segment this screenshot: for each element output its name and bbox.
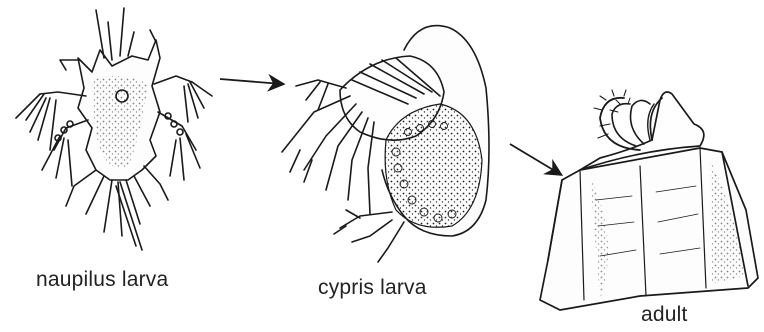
arrow-cypris-to-adult	[510, 144, 560, 174]
naupilus-larva-drawing	[16, 8, 212, 250]
cypris-larva-drawing	[282, 26, 489, 262]
adult-barnacle-drawing	[540, 90, 758, 310]
adult-caption: adult	[641, 303, 688, 327]
naupilus-larva-caption: naupilus larva	[36, 268, 168, 292]
arrow-naupilus-to-cypris	[220, 79, 282, 84]
cypris-larva-caption: cypris larva	[318, 276, 427, 300]
